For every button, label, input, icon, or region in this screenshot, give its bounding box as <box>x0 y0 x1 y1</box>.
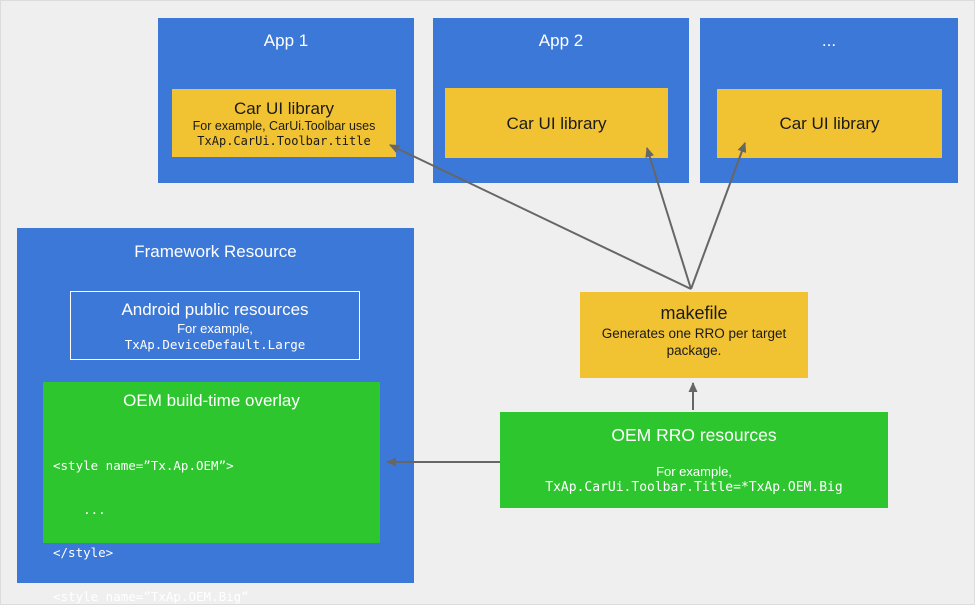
app-more-box: ... Car UI library <box>700 18 958 183</box>
app-more-car-ui-library-box: Car UI library <box>717 89 942 158</box>
oem-rro-resources-title: OEM RRO resources <box>611 425 777 445</box>
framework-resource-box: Framework Resource Android public resour… <box>17 228 414 603</box>
android-public-resources-box: Android public resources For example, Tx… <box>70 291 360 360</box>
oem-rro-example: For example, TxAp.CarUi.Toolbar.Title=*T… <box>500 464 888 496</box>
oem-rro-example-code: TxAp.CarUi.Toolbar.Title=*TxAp.OEM.Big <box>545 480 843 495</box>
makefile-title: makefile <box>660 303 728 323</box>
oem-overlay-code-block: <style name=”Tx.Ap.OEM”> ... </style> <s… <box>43 430 380 605</box>
framework-resource-title: Framework Resource <box>134 242 297 261</box>
makefile-subtitle: Generates one RRO per target package. <box>601 326 787 358</box>
code-line: ... <box>53 501 106 517</box>
app1-car-ui-library-subtitle: For example, CarUi.Toolbar uses <box>192 118 376 133</box>
oem-build-time-overlay-title: OEM build-time overlay <box>123 391 300 410</box>
app2-car-ui-library-box: Car UI library <box>445 88 668 158</box>
app1-car-ui-library-box: Car UI library For example, CarUi.Toolba… <box>172 89 396 157</box>
app2-car-ui-library-title: Car UI library <box>506 113 607 133</box>
android-public-example-code: TxAp.DeviceDefault.Large <box>124 336 306 352</box>
app2-box: App 2 Car UI library <box>433 18 689 183</box>
code-line: <style name=”TxAp.OEM.Big” <box>53 588 249 604</box>
app1-box: App 1 Car UI library For example, CarUi.… <box>158 18 414 183</box>
app2-title: App 2 <box>538 31 584 50</box>
makefile-box: makefile Generates one RRO per target pa… <box>580 292 808 378</box>
app1-title: App 1 <box>263 31 309 50</box>
app1-car-ui-library-code: TxAp.CarUi.Toolbar.title <box>197 133 371 148</box>
oem-build-time-overlay-box: OEM build-time overlay <style name=”Tx.A… <box>43 382 380 603</box>
app1-car-ui-library-title: Car UI library <box>233 98 335 118</box>
android-public-resources-title: Android public resources <box>121 299 309 319</box>
code-line: <style name=”Tx.Ap.OEM”> <box>53 458 234 473</box>
oem-rro-example-label: For example, <box>656 464 732 479</box>
android-public-example-label: For example, <box>177 320 253 336</box>
oem-rro-resources-box: OEM RRO resources For example, TxAp.CarU… <box>500 412 888 508</box>
app-more-title: ... <box>821 31 837 50</box>
code-line: </style> <box>53 545 114 560</box>
app-more-car-ui-library-title: Car UI library <box>779 114 880 133</box>
